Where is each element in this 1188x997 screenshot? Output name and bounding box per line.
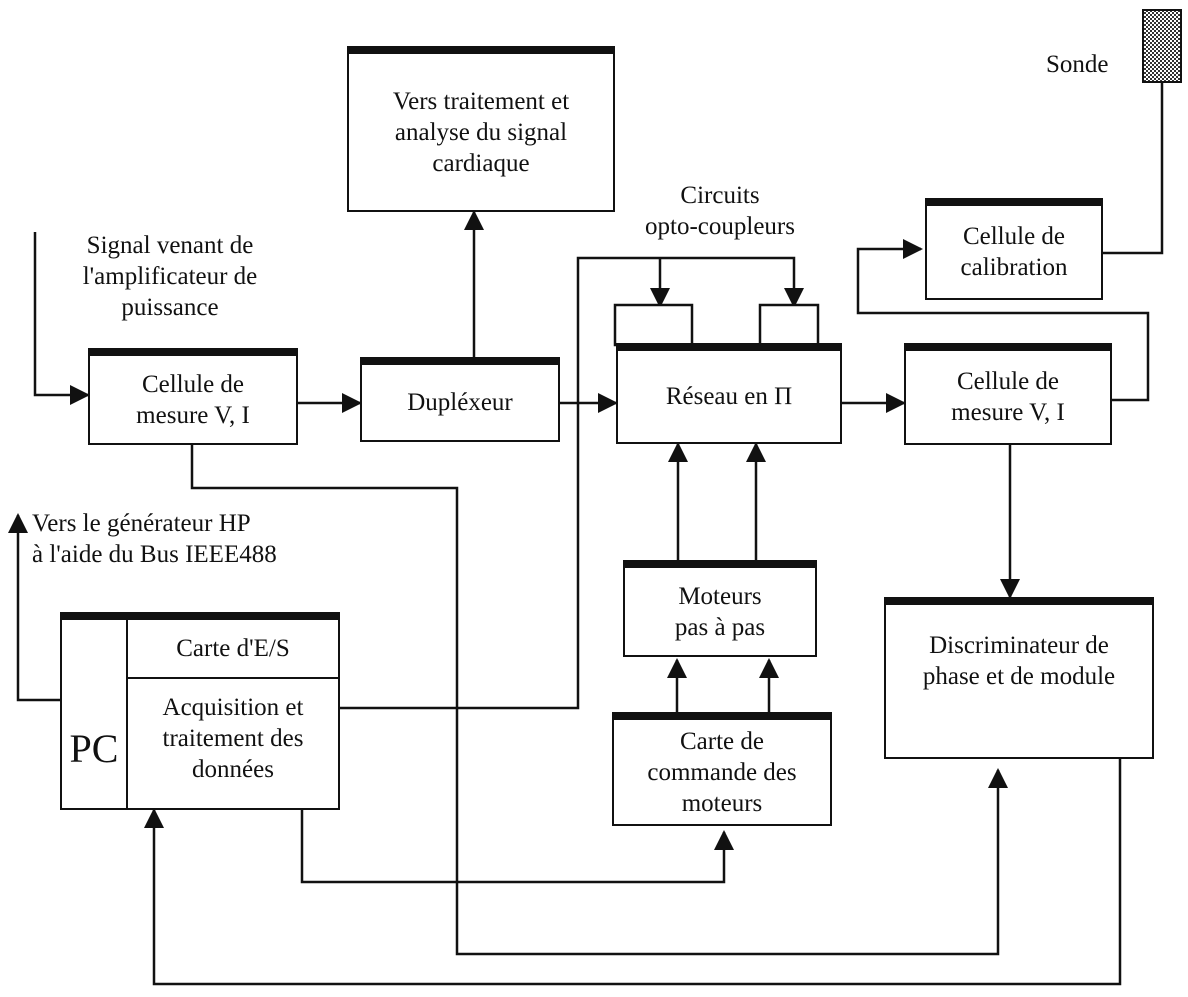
box-carte-es-label: Carte d'E/S	[176, 635, 290, 662]
box-calibration: Cellule de calibration	[925, 198, 1103, 300]
box-pc: PC Carte d'E/S Acquisition et traitement…	[60, 612, 340, 810]
box-reseau-pi-label: Réseau en Π	[665, 383, 793, 410]
pc-divider-vertical	[126, 620, 128, 808]
wire-acq-opto	[340, 256, 804, 710]
pc-divider-horizontal	[126, 677, 338, 679]
box-duplexeur-label: Dupléxeur	[407, 389, 513, 416]
box-acquisition-label: Acquisition et traitement des données	[162, 694, 304, 783]
box-moteurs-label: Moteurs pas à pas	[674, 582, 766, 641]
box-cellule-mesure-2: Cellule de mesure V, I	[904, 343, 1112, 445]
box-calibration-label: Cellule de calibration	[960, 223, 1068, 281]
wire-pc-generateur	[7, 513, 60, 702]
box-traitement-label: Vers traitement et analyse du signal car…	[392, 87, 570, 177]
wire-cellule1-discriminateur	[190, 445, 1008, 956]
box-carte-commande: Carte de commande des moteurs	[612, 712, 832, 826]
box-duplexeur: Dupléxeur	[360, 357, 560, 442]
box-cellule-mesure-2-label: Cellule de mesure V, I	[951, 368, 1065, 426]
wire-discriminateur-pc	[144, 758, 1122, 986]
wire-acq-commande	[300, 810, 734, 884]
box-carte-commande-label: Carte de commande des moteurs	[647, 727, 797, 817]
box-cellule-mesure-1-label: Cellule de mesure V, I	[136, 370, 250, 429]
box-reseau-pi: Réseau en Π	[616, 343, 842, 444]
box-discriminateur: Discriminateur de phase et de module	[884, 597, 1154, 759]
wire-cellule2-calibration	[856, 239, 1150, 402]
box-discriminateur-label: Discriminateur de phase et de module	[922, 632, 1116, 690]
label-generateur-hp: Vers le générateur HP à l'aide du Bus IE…	[32, 510, 277, 568]
label-opto-coupleurs: Circuits opto-coupleurs	[645, 182, 795, 240]
box-pc-label: PC	[69, 726, 119, 771]
box-cellule-mesure-1: Cellule de mesure V, I	[88, 348, 298, 445]
wire-calibration-sonde	[1103, 80, 1164, 255]
label-sonde: Sonde	[1046, 51, 1109, 78]
box-moteurs: Moteurs pas à pas	[623, 560, 817, 657]
opto-coupler-2	[758, 303, 820, 347]
probe-icon	[1142, 9, 1182, 83]
label-signal-input: Signal venant de l'amplificateur de puis…	[82, 232, 258, 321]
opto-coupler-1	[613, 303, 694, 347]
box-traitement-signal: Vers traitement et analyse du signal car…	[347, 46, 615, 212]
wire-signal-input	[33, 232, 90, 405]
